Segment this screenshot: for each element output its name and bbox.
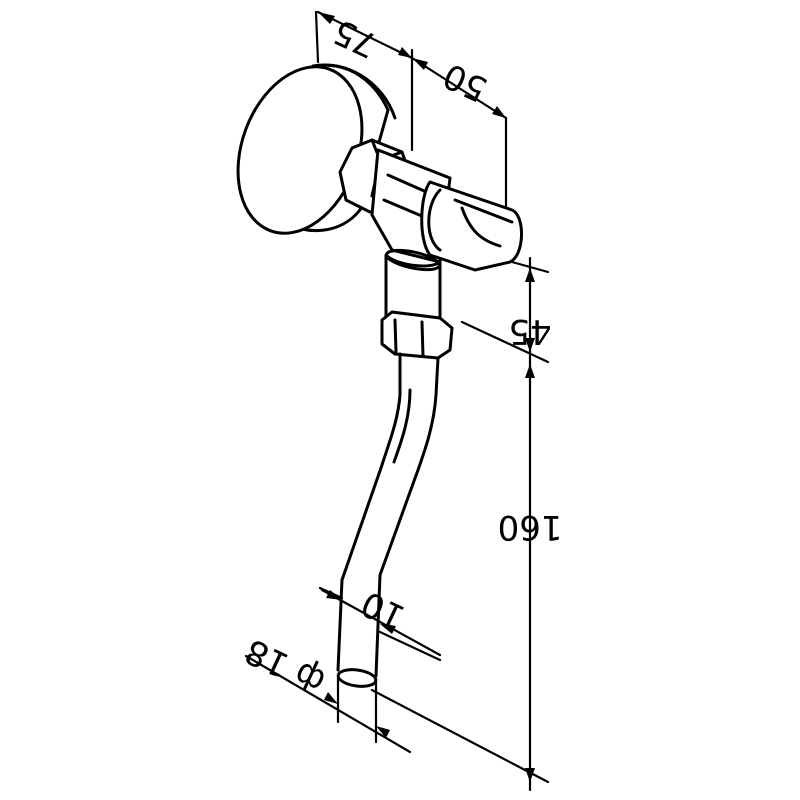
dim-label-45: 45 bbox=[508, 311, 551, 351]
dim-label-160: 160 bbox=[498, 507, 563, 547]
dim-45: 45 bbox=[460, 256, 552, 364]
dim-label-10: 10 bbox=[355, 583, 411, 638]
dim-label-75: 75 bbox=[327, 11, 383, 66]
dim-label-50: 50 bbox=[437, 55, 493, 110]
dim-18: ф 18 bbox=[239, 630, 412, 754]
hex-nut-outlet bbox=[380, 310, 454, 360]
dim-160: 160 bbox=[370, 360, 563, 792]
offset-tube bbox=[336, 352, 440, 688]
valve-handle bbox=[420, 180, 523, 272]
dim-label-18: ф 18 bbox=[239, 630, 331, 701]
wall-rosette bbox=[236, 63, 397, 235]
